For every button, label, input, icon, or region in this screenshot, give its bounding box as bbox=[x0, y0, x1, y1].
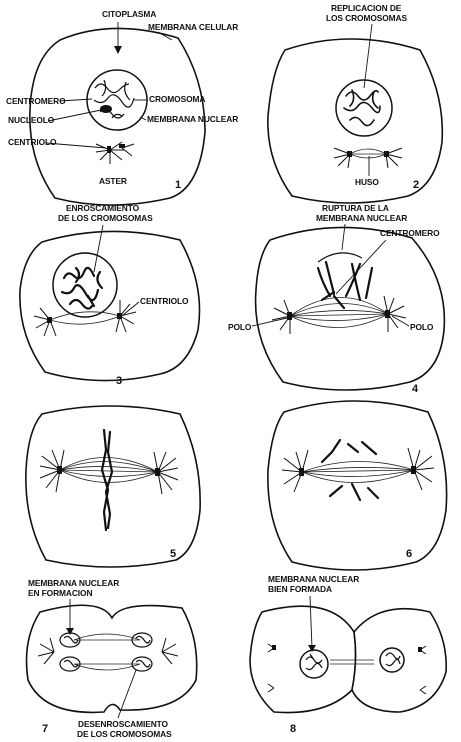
label-polo-left: POLO bbox=[228, 322, 252, 332]
label-centriolo: CENTRIOLO bbox=[140, 296, 189, 306]
centriole bbox=[117, 313, 122, 319]
centriole bbox=[299, 468, 304, 476]
panel-2-prophase: REPLICACION DE LOS CROMOSOMAS HUSO 2 bbox=[268, 3, 442, 203]
panel-8-cytokinesis: MEMBRANA NUCLEAR BIEN FORMADA 8 bbox=[250, 574, 446, 735]
label-membrana-line2: EN FORMACION bbox=[28, 588, 92, 598]
label-ruptura-line2: MEMBRANA NUCLEAR bbox=[316, 213, 407, 223]
nucleus-left bbox=[300, 650, 328, 678]
label-huso: HUSO bbox=[355, 177, 379, 187]
label-enroscamiento-line1: ENROSCAMIENTO bbox=[66, 203, 140, 213]
label-membrana-line1: MEMBRANA NUCLEAR bbox=[28, 578, 119, 588]
centriole bbox=[119, 144, 125, 148]
panel-number: 7 bbox=[42, 723, 48, 735]
panel-1-interphase: CITOPLASMA MEMBRANA CELULAR CENTROMERO C… bbox=[6, 9, 238, 205]
label-centromero: CENTROMERO bbox=[380, 228, 440, 238]
centriole bbox=[155, 468, 160, 476]
label-desenroscamiento-line2: DE LOS CROMOSOMAS bbox=[77, 729, 172, 739]
label-polo-right: POLO bbox=[410, 322, 434, 332]
panel-7-telophase: MEMBRANA NUCLEAR EN FORMACION DESENROSCA… bbox=[27, 578, 197, 739]
label-replicacion-line1: REPLICACION DE bbox=[331, 3, 402, 13]
panel-3-prophase-late: ENROSCAMIENTO DE LOS CROMOSOMAS CENTRIOL… bbox=[20, 203, 200, 387]
nucleus-right bbox=[380, 648, 404, 672]
label-centromero: CENTROMERO bbox=[6, 96, 66, 106]
panel-number: 1 bbox=[175, 179, 181, 191]
centriole bbox=[107, 146, 111, 153]
nucleolus bbox=[100, 105, 112, 113]
panel-number: 8 bbox=[290, 723, 296, 735]
panel-6-anaphase: 6 bbox=[268, 401, 447, 570]
cell-membrane bbox=[256, 227, 445, 390]
label-citoplasma: CITOPLASMA bbox=[102, 9, 156, 19]
label-ruptura-line1: RUPTURA DE LA bbox=[322, 203, 389, 213]
label-cromosoma: CROMOSOMA bbox=[149, 94, 205, 104]
panel-number: 6 bbox=[406, 548, 412, 560]
panel-number: 4 bbox=[412, 383, 419, 395]
label-desenroscamiento-line1: DESENROSCAMIENTO bbox=[78, 719, 169, 729]
cell-membrane bbox=[27, 605, 197, 712]
centriole bbox=[384, 151, 389, 157]
panel-5-metaphase: 5 bbox=[26, 406, 200, 567]
panel-number: 5 bbox=[170, 548, 176, 560]
label-membrana-line1: MEMBRANA NUCLEAR bbox=[268, 574, 359, 584]
panel-number: 3 bbox=[116, 375, 122, 387]
centriole bbox=[57, 466, 62, 474]
centriole bbox=[347, 151, 352, 157]
centriole bbox=[287, 312, 292, 320]
cell-membrane bbox=[26, 406, 200, 567]
panel-4-prometaphase: RUPTURA DE LA MEMBRANA NUCLEAR CENTROMER… bbox=[228, 203, 444, 395]
label-membrana-celular: MEMBRANA CELULAR bbox=[148, 22, 238, 32]
label-nucleolo: NUCLEOLO bbox=[8, 115, 55, 125]
label-replicacion-line2: LOS CROMOSOMAS bbox=[326, 13, 407, 23]
centriole bbox=[418, 647, 422, 652]
label-membrana-nuclear: MEMBRANA NUCLEAR bbox=[147, 114, 238, 124]
centriole bbox=[272, 645, 276, 650]
label-aster: ASTER bbox=[99, 176, 127, 186]
centriole bbox=[411, 466, 416, 474]
panel-number: 2 bbox=[413, 179, 419, 191]
label-enroscamiento-line2: DE LOS CROMOSOMAS bbox=[58, 213, 153, 223]
centriole bbox=[47, 317, 52, 323]
label-centriolo: CENTRIOLO bbox=[8, 137, 57, 147]
label-membrana-line2: BIEN FORMADA bbox=[268, 584, 332, 594]
centriole bbox=[385, 310, 390, 318]
